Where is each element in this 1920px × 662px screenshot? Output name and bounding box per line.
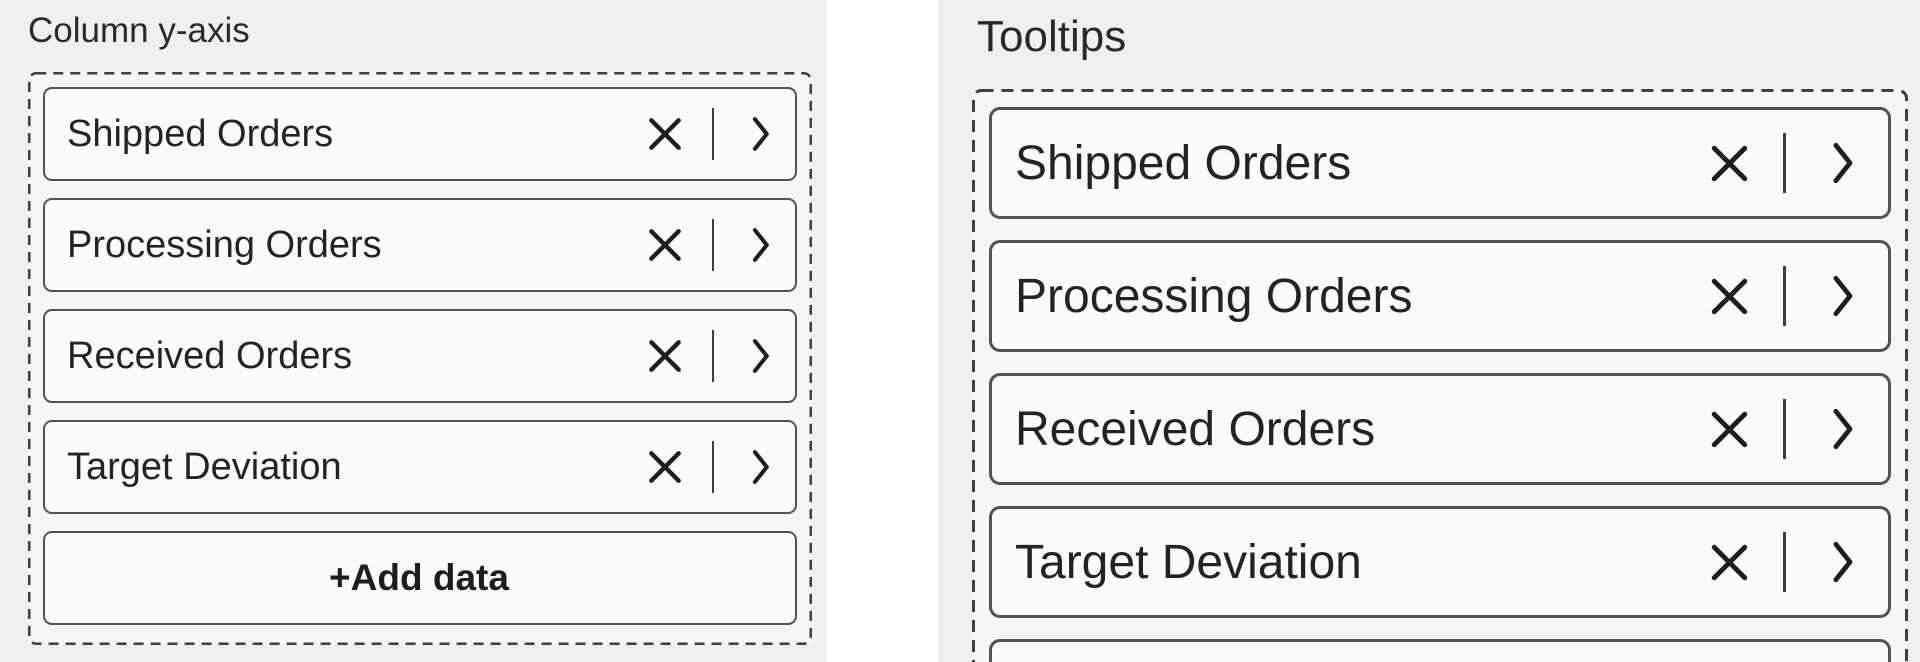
field-actions xyxy=(644,441,771,493)
field-pill-shipped-orders[interactable]: Shipped Orders xyxy=(43,87,797,181)
panel-gap xyxy=(826,0,938,662)
chevron-right-icon[interactable] xyxy=(1830,271,1855,321)
well-title-column-y-axis: Column y-axis xyxy=(28,11,250,50)
field-pill-received-orders[interactable]: Received Orders xyxy=(43,309,797,403)
divider xyxy=(1783,399,1786,459)
field-pill-target-deviation[interactable]: Target Deviation xyxy=(43,420,797,514)
remove-icon[interactable] xyxy=(1706,406,1753,453)
field-actions xyxy=(1706,266,1855,326)
field-actions xyxy=(1706,532,1855,592)
field-pill-partial[interactable] xyxy=(989,639,1891,662)
divider xyxy=(1783,133,1786,193)
field-pill-target-deviation[interactable]: Target Deviation xyxy=(989,506,1891,618)
field-label: Received Orders xyxy=(1015,402,1376,456)
divider xyxy=(712,108,714,160)
field-actions xyxy=(644,219,771,271)
well-title-tooltips: Tooltips xyxy=(977,12,1127,61)
remove-icon[interactable] xyxy=(644,335,686,377)
tooltips-dropzone[interactable]: Shipped Orders Processing Orders Receive… xyxy=(972,89,1908,662)
remove-icon[interactable] xyxy=(644,113,686,155)
chevron-right-icon[interactable] xyxy=(750,113,771,155)
remove-icon[interactable] xyxy=(1706,273,1753,320)
field-label: Target Deviation xyxy=(1015,535,1362,589)
field-actions xyxy=(1706,133,1855,193)
field-pill-processing-orders[interactable]: Processing Orders xyxy=(43,198,797,292)
field-label: Received Orders xyxy=(67,334,353,377)
divider xyxy=(712,330,714,382)
field-label: Processing Orders xyxy=(67,223,382,266)
tooltips-well: Tooltips Shipped Orders Processing Order… xyxy=(938,0,1920,662)
add-data-button[interactable]: +Add data xyxy=(43,531,797,625)
chevron-right-icon[interactable] xyxy=(1830,537,1855,587)
remove-icon[interactable] xyxy=(1706,539,1753,586)
chevron-right-icon[interactable] xyxy=(1830,138,1855,188)
divider xyxy=(1783,532,1786,592)
divider xyxy=(1783,266,1786,326)
field-label: Shipped Orders xyxy=(67,112,334,155)
divider xyxy=(712,441,714,493)
chevron-right-icon[interactable] xyxy=(750,446,771,488)
chevron-right-icon[interactable] xyxy=(750,224,771,266)
field-actions xyxy=(1706,399,1855,459)
remove-icon[interactable] xyxy=(644,446,686,488)
chevron-right-icon[interactable] xyxy=(750,335,771,377)
field-label: Target Deviation xyxy=(67,445,342,488)
field-pill-shipped-orders[interactable]: Shipped Orders xyxy=(989,107,1891,219)
field-label: Processing Orders xyxy=(1015,269,1413,323)
remove-icon[interactable] xyxy=(644,224,686,266)
remove-icon[interactable] xyxy=(1706,140,1753,187)
chevron-right-icon[interactable] xyxy=(1830,404,1855,454)
field-pill-received-orders[interactable]: Received Orders xyxy=(989,373,1891,485)
field-pill-processing-orders[interactable]: Processing Orders xyxy=(989,240,1891,352)
column-y-axis-dropzone[interactable]: Shipped Orders Processing Orders Receive… xyxy=(28,72,812,645)
divider xyxy=(712,219,714,271)
field-label: Shipped Orders xyxy=(1015,136,1352,190)
field-actions xyxy=(644,330,771,382)
field-actions xyxy=(644,108,771,160)
column-y-axis-well: Column y-axis Shipped Orders Processing … xyxy=(0,0,826,662)
